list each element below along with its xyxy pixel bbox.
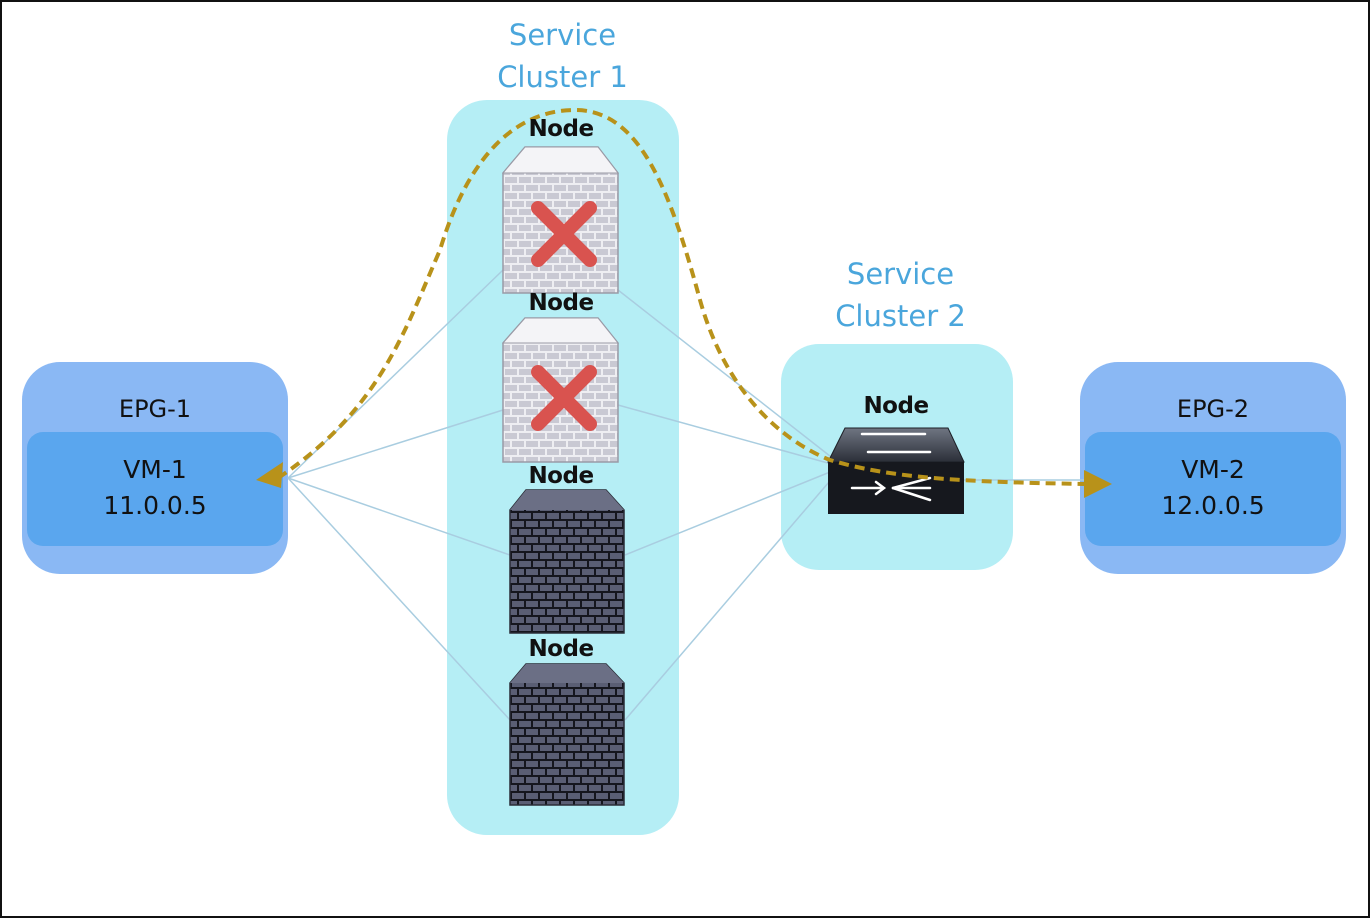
epg-1-title: EPG-1	[118, 395, 192, 423]
vm-1-label: VM-1 11.0.0.5	[27, 452, 283, 524]
connector-lines	[287, 269, 1085, 721]
failure-x-icon	[531, 201, 597, 267]
firewall-node-3-icon	[509, 489, 625, 634]
firewall-node-1-icon	[501, 146, 620, 294]
service-cluster-2-title-line2: Cluster 2	[835, 299, 966, 333]
epg-2-box	[1080, 362, 1346, 574]
node-label-1: Node	[528, 116, 594, 142]
node-label-4: Node	[528, 636, 594, 662]
firewall-node-4-icon	[509, 663, 625, 806]
service-cluster-1-title: Service Cluster 1	[470, 14, 655, 98]
vm-1-name: VM-1	[123, 455, 187, 484]
vm-2-ip: 12.0.0.5	[1161, 491, 1265, 520]
arrow-head-left-icon	[256, 462, 283, 488]
service-cluster-1-title-line2: Cluster 1	[497, 60, 628, 94]
vm-1-ip: 11.0.0.5	[103, 491, 207, 520]
vm-2-label: VM-2 12.0.0.5	[1085, 452, 1341, 524]
epg-2-title: EPG-2	[1176, 395, 1250, 423]
service-cluster-2-title-line1: Service	[846, 257, 955, 291]
node-label-2: Node	[528, 290, 594, 316]
switch-node-icon	[827, 427, 965, 514]
service-cluster-1-title-line1: Service	[508, 18, 617, 52]
traffic-path	[276, 107, 1088, 486]
failure-x-icon	[531, 365, 597, 431]
vm-2-name: VM-2	[1181, 455, 1245, 484]
node-label-switch: Node	[863, 393, 929, 419]
service-cluster-2-title: Service Cluster 2	[808, 253, 993, 337]
arrow-head-right-icon	[1084, 470, 1112, 498]
epg-1-box	[22, 362, 288, 574]
node-label-3: Node	[528, 463, 594, 489]
